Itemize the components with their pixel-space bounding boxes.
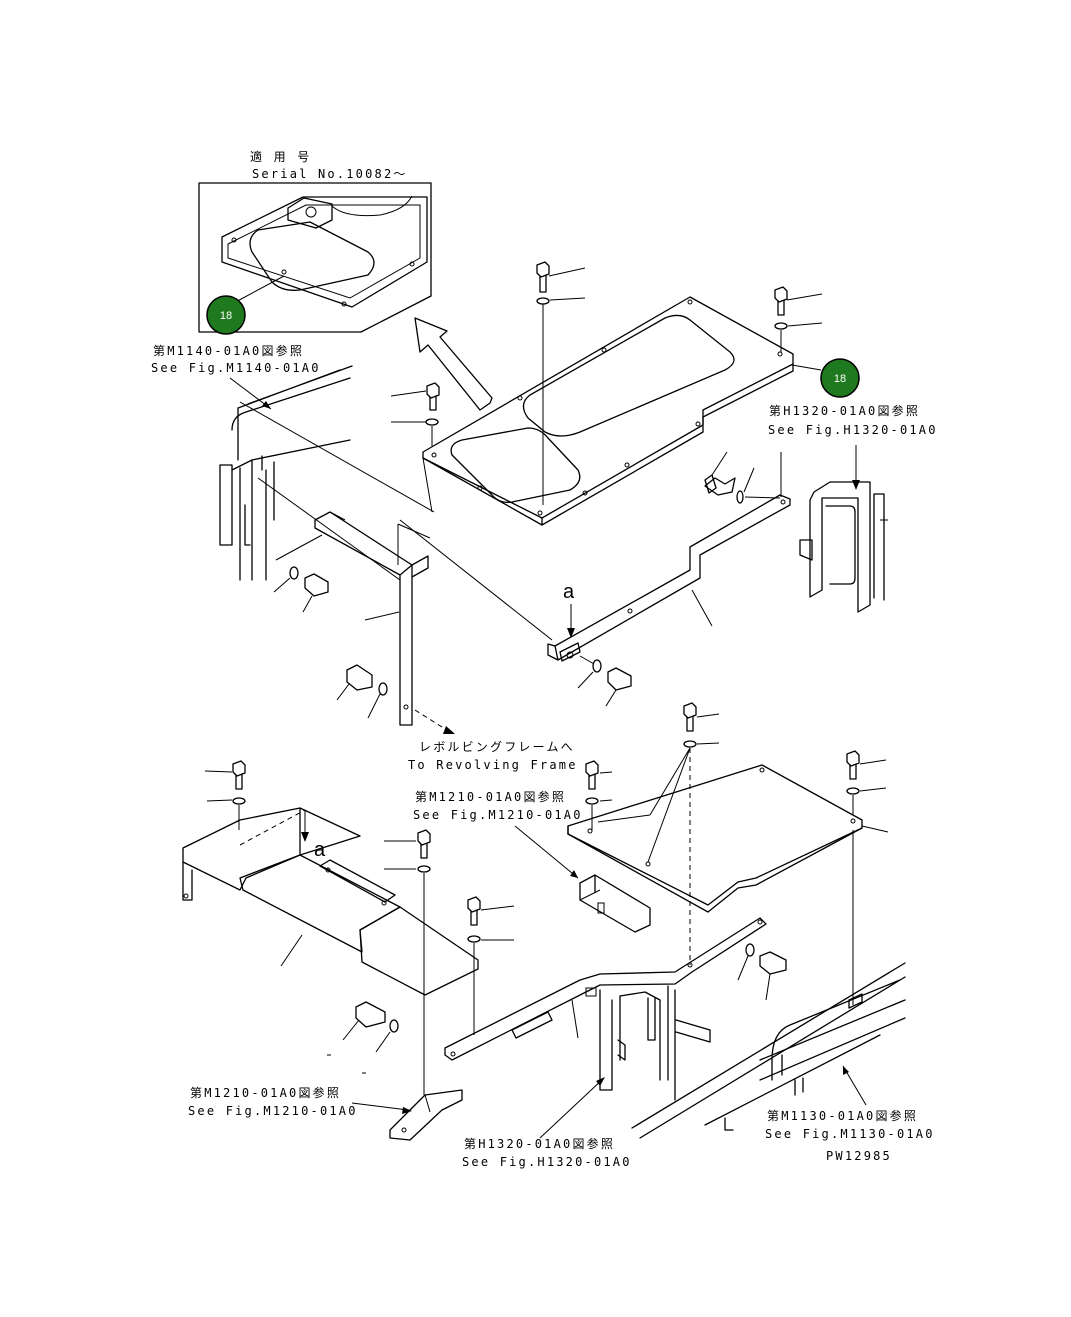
plate-opening-front xyxy=(450,427,581,503)
reference-h1320-bottom: 第H1320-01A0図参照 See Fig.H1320-01A0 xyxy=(462,1077,632,1169)
bolt-platform-right xyxy=(467,896,515,1035)
reference-h1320-top: 第H1320-01A0図参照 See Fig.H1320-01A0 xyxy=(768,403,938,490)
part-badge-main: 18 xyxy=(791,358,860,398)
ref-jp: 第H1320-01A0図参照 xyxy=(769,403,920,418)
marker-view-a-top: a xyxy=(563,581,575,638)
badge-number: 18 xyxy=(834,373,846,385)
rear-rail xyxy=(399,452,791,662)
vertical-support-post xyxy=(275,511,431,726)
bolt-top-center xyxy=(536,261,586,505)
drawing-number: PW12985 xyxy=(826,1149,892,1163)
lower-central-frame xyxy=(585,985,711,1101)
badge-number: 18 xyxy=(220,310,232,322)
reference-m1130: 第M1130-01A0図参照 See Fig.M1130-01A0 xyxy=(765,1065,935,1141)
bolt-platform-lower xyxy=(327,1001,399,1074)
marker-letter: a xyxy=(563,581,575,603)
bolt-post-upper xyxy=(273,566,329,613)
bolt-platform-center xyxy=(384,829,431,1095)
bolt-post-lower xyxy=(336,664,388,719)
ref-en: To Revolving Frame xyxy=(408,758,578,772)
part-badge-inset: 18 xyxy=(206,295,246,335)
plate-opening-rear xyxy=(522,314,735,437)
left-step-platform xyxy=(182,807,479,996)
top-cover-plate xyxy=(422,296,794,526)
bottom-support-bracket xyxy=(389,1089,463,1141)
bolt-rail-front xyxy=(577,655,632,707)
inset-frame xyxy=(198,182,432,333)
ref-jp: レボルビングフレームへ xyxy=(419,740,575,754)
bolt-plate-center xyxy=(647,702,720,965)
right-bracket-h1320 xyxy=(799,481,888,613)
ref-jp: 第H1320-01A0図参照 xyxy=(464,1136,615,1151)
ref-en: See Fig.H1320-01A0 xyxy=(462,1155,632,1169)
reference-m1210-bottom: 第M1210-01A0図参照 See Fig.M1210-01A0 xyxy=(188,1085,412,1118)
reference-m1210-mid: 第M1210-01A0図参照 See Fig.M1210-01A0 xyxy=(413,789,583,879)
reference-m1140: 第M1140-01A0図参照 See Fig.M1140-01A0 xyxy=(151,343,321,410)
ref-jp: 第M1210-01A0図参照 xyxy=(190,1085,341,1100)
bottom-right-frame xyxy=(631,962,906,1139)
inset-opening xyxy=(249,221,375,291)
inset-plate xyxy=(221,196,428,308)
bolt-top-right xyxy=(774,286,823,352)
ref-en: See Fig.M1210-01A0 xyxy=(413,808,583,822)
mid-mounting-bracket xyxy=(579,874,651,933)
ref-jp: 第M1210-01A0図参照 xyxy=(415,789,566,804)
plate-outline xyxy=(422,296,794,519)
marker-letter: a xyxy=(314,839,326,861)
ref-jp: 第M1130-01A0図参照 xyxy=(767,1108,918,1123)
bolt-plate-right xyxy=(846,750,887,1005)
inset-heading: 適 用 号 xyxy=(250,149,311,164)
inset-view: 適 用 号 Serial No.10082～ xyxy=(198,149,432,333)
ref-en: See Fig.M1140-01A0 xyxy=(151,361,321,375)
ref-jp: 第M1140-01A0図参照 xyxy=(153,343,304,358)
bolt-rail-right xyxy=(704,451,781,504)
ref-en: See Fig.H1320-01A0 xyxy=(768,423,938,437)
upper-right-cover-plate xyxy=(567,764,889,913)
inset-flange xyxy=(287,197,333,229)
marker-view-a-bottom: a xyxy=(239,809,326,861)
left-frame-section xyxy=(219,365,435,581)
ref-en: See Fig.M1130-01A0 xyxy=(765,1127,935,1141)
bolt-platform-left xyxy=(204,760,246,830)
arrow-to-revolving-frame xyxy=(414,709,455,734)
inset-serial: Serial No.10082～ xyxy=(252,167,408,181)
reference-revolving-frame: レボルビングフレームへ To Revolving Frame xyxy=(408,740,578,772)
ref-en: See Fig.M1210-01A0 xyxy=(188,1104,358,1118)
lower-long-rail xyxy=(444,917,767,1061)
bolt-rail-lower-right xyxy=(737,943,787,1001)
bolt-top-left xyxy=(390,382,440,446)
bolt-plate-left xyxy=(585,760,613,830)
inset-pointer-arrow xyxy=(414,317,493,411)
